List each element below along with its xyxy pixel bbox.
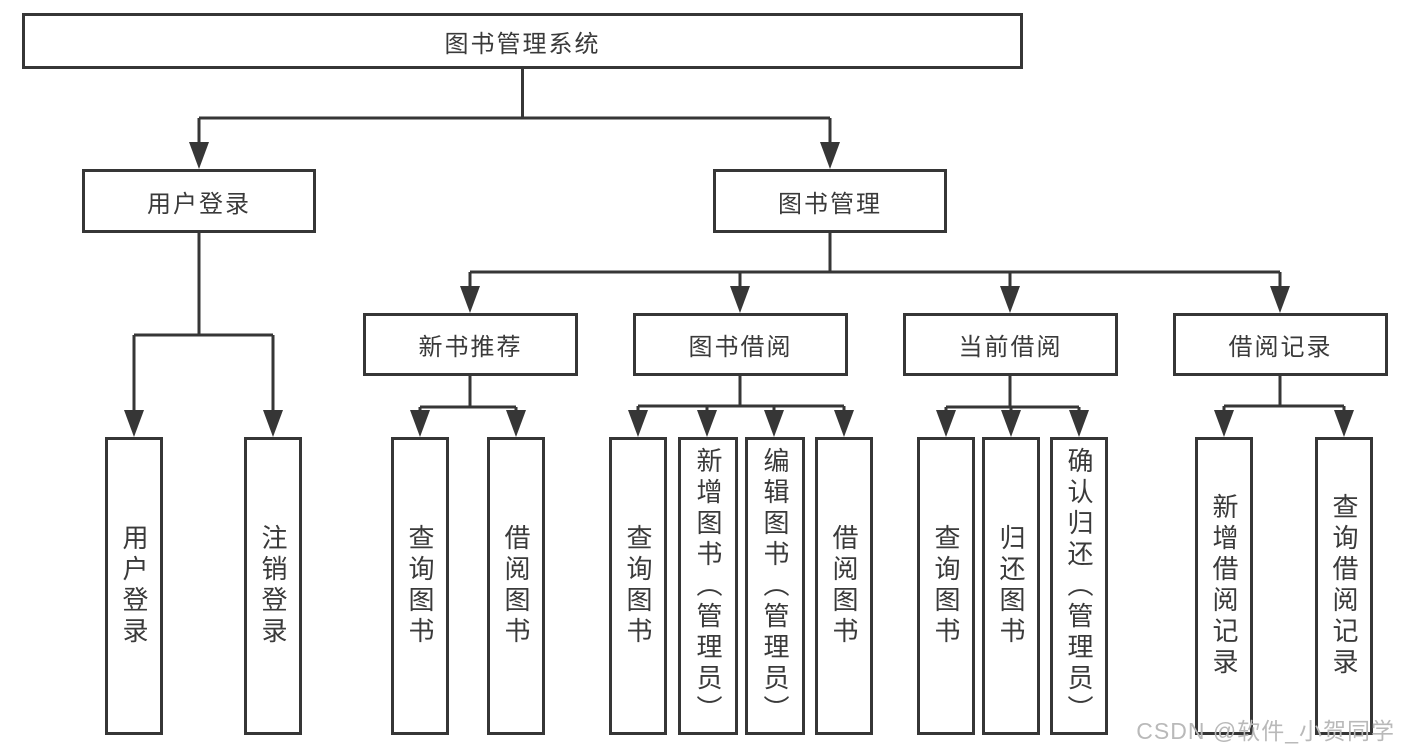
- leaf-borrow-books-recommend-label: 借阅图书: [501, 524, 531, 648]
- node-borrow-records: 借阅记录: [1173, 313, 1388, 376]
- node-book-management-label: 图书管理: [778, 190, 882, 218]
- arrowhead: [936, 410, 956, 437]
- node-borrow-records-label: 借阅记录: [1228, 334, 1333, 361]
- edge-book-management-to-level3: [460, 233, 1290, 313]
- edge-new-book-to-leaves: [410, 376, 526, 437]
- arrowhead: [263, 410, 283, 437]
- arrowhead: [460, 286, 480, 313]
- leaf-return-books: 归还图书: [982, 437, 1040, 735]
- arrowhead: [1214, 410, 1234, 437]
- leaf-add-books-admin: 新增图书（管理员）: [678, 437, 738, 735]
- leaf-user-login-label: 用户登录: [119, 524, 149, 648]
- leaf-query-books-recommend: 查询图书: [391, 437, 449, 735]
- arrowhead: [189, 142, 209, 169]
- arrowhead: [820, 142, 840, 169]
- leaf-edit-books-admin: 编辑图书（管理员）: [745, 437, 805, 735]
- leaf-logout: 注销登录: [244, 437, 302, 735]
- leaf-add-borrow-record-label: 新增借阅记录: [1209, 493, 1239, 679]
- edge-book-borrow-to-leaves: [628, 376, 854, 437]
- leaf-user-login: 用户登录: [105, 437, 163, 735]
- node-book-borrow: 图书借阅: [633, 313, 848, 376]
- leaf-query-borrow-record: 查询借阅记录: [1315, 437, 1373, 735]
- arrowhead: [506, 410, 526, 437]
- arrowhead: [1270, 286, 1290, 313]
- arrowhead: [628, 410, 648, 437]
- arrowhead: [764, 410, 784, 437]
- leaf-query-books-current: 查询图书: [917, 437, 975, 735]
- node-new-book-recommend-label: 新书推荐: [418, 334, 523, 361]
- edge-borrow-records-to-leaves: [1214, 376, 1354, 437]
- edge-root-to-level2: [189, 69, 840, 169]
- node-user-login: 用户登录: [82, 169, 316, 233]
- csdn-watermark: CSDN @软件_小贺同学: [1136, 718, 1395, 744]
- leaf-borrow-books: 借阅图书: [815, 437, 873, 735]
- arrowhead: [410, 410, 430, 437]
- node-user-login-label: 用户登录: [147, 190, 251, 218]
- leaf-confirm-return-admin-label: 确认归还（管理员）: [1064, 446, 1094, 726]
- arrowhead: [124, 410, 144, 437]
- node-root-label: 图书管理系统: [444, 30, 601, 58]
- arrowhead: [697, 410, 717, 437]
- leaf-query-books-recommend-label: 查询图书: [405, 524, 435, 648]
- leaf-borrow-books-label: 借阅图书: [829, 524, 859, 648]
- leaf-query-books-borrow-label: 查询图书: [623, 524, 653, 648]
- node-book-management: 图书管理: [713, 169, 947, 233]
- node-new-book-recommend: 新书推荐: [363, 313, 578, 376]
- arrowhead: [834, 410, 854, 437]
- leaf-edit-books-admin-label: 编辑图书（管理员）: [760, 446, 790, 726]
- leaf-query-books-current-label: 查询图书: [931, 524, 961, 648]
- arrowhead: [1069, 410, 1089, 437]
- leaf-add-books-admin-label: 新增图书（管理员）: [693, 446, 723, 726]
- leaf-confirm-return-admin: 确认归还（管理员）: [1050, 437, 1108, 735]
- arrowhead: [730, 286, 750, 313]
- edge-current-borrow-to-leaves: [936, 376, 1089, 437]
- leaf-query-books-borrow: 查询图书: [609, 437, 667, 735]
- node-current-borrow-label: 当前借阅: [958, 334, 1063, 361]
- leaf-borrow-books-recommend: 借阅图书: [487, 437, 545, 735]
- arrowhead: [1334, 410, 1354, 437]
- node-book-borrow-label: 图书借阅: [688, 334, 793, 361]
- edge-user-login-to-leaves: [124, 233, 283, 437]
- leaf-add-borrow-record: 新增借阅记录: [1195, 437, 1253, 735]
- leaf-logout-label: 注销登录: [258, 524, 288, 648]
- arrowhead: [1000, 286, 1020, 313]
- leaf-query-borrow-record-label: 查询借阅记录: [1329, 493, 1359, 679]
- leaf-return-books-label: 归还图书: [996, 524, 1026, 648]
- node-root-system: 图书管理系统: [22, 13, 1023, 69]
- node-current-borrow: 当前借阅: [903, 313, 1118, 376]
- arrowhead: [1001, 410, 1021, 437]
